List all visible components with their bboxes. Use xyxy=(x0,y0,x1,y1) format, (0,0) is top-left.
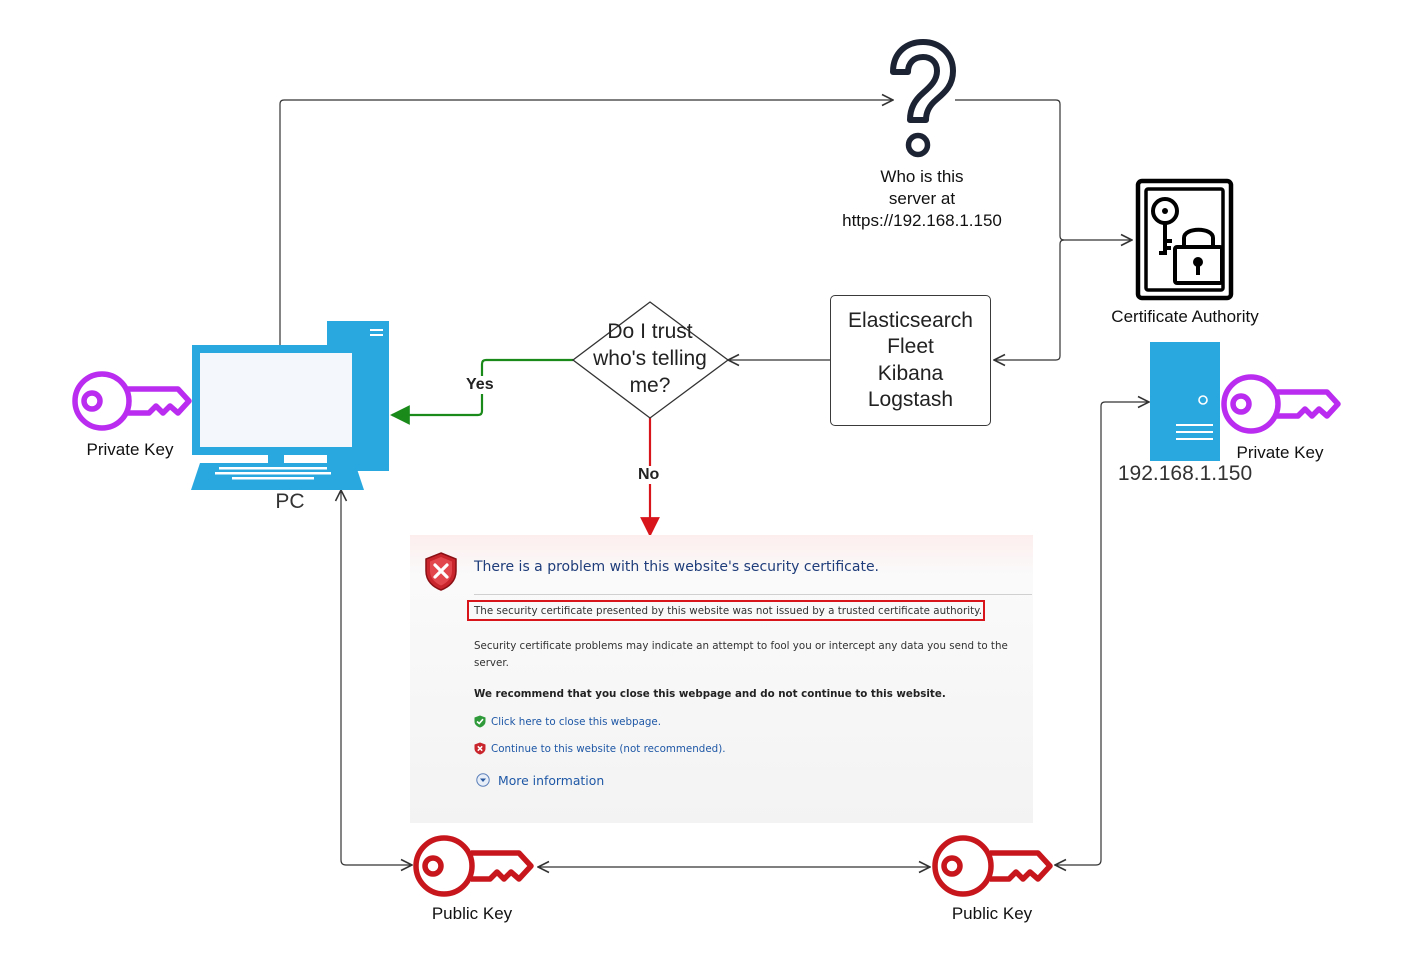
edge-ca-to-services xyxy=(994,239,1065,360)
server-icon xyxy=(1150,342,1220,461)
service-elasticsearch: Elasticsearch xyxy=(848,308,973,332)
green-shield-icon xyxy=(474,715,486,728)
warning-highlight-box xyxy=(467,600,985,621)
yes-label: Yes xyxy=(464,376,496,394)
warning-recommendation: We recommend that you close this webpage… xyxy=(474,688,946,700)
edge-server-public-key xyxy=(1055,402,1149,865)
red-shield-icon xyxy=(474,742,486,755)
warning-paragraph: Security certificate problems may indica… xyxy=(474,640,1008,669)
question-line-2: server at xyxy=(888,189,956,208)
edge-pc-public-key xyxy=(341,490,412,865)
warning-untrusted-ca-text: The security certificate presented by th… xyxy=(474,605,983,617)
question-line-3: https://192.168.1.150 xyxy=(842,211,1002,230)
continue-to-website-link[interactable]: Continue to this website (not recommende… xyxy=(491,743,726,755)
question-line-1: Who is this xyxy=(880,167,964,186)
decision-line-2: who's telling xyxy=(593,347,707,370)
pc-private-key-label: Private Key xyxy=(86,440,174,459)
pc-label: PC xyxy=(275,490,305,513)
edge-pc-to-question xyxy=(279,100,893,345)
question-mark-icon xyxy=(890,39,956,158)
public-key-right-icon xyxy=(932,835,1053,897)
decision-line-1: Do I trust xyxy=(607,320,693,343)
pc-private-key-icon xyxy=(72,371,192,431)
certificate-warning-panel: There is a problem with this website's s… xyxy=(410,535,1033,823)
decision-diamond xyxy=(571,301,730,419)
services-box: Elasticsearch Fleet Kibana Logstash xyxy=(830,295,991,426)
decision-line-3: me? xyxy=(629,374,671,397)
expand-chevron-icon[interactable] xyxy=(476,773,490,787)
no-label: No xyxy=(636,466,662,484)
key-lock-icon xyxy=(1135,178,1234,301)
warning-divider xyxy=(474,594,1032,595)
certificate-authority-label: Certificate Authority xyxy=(1111,307,1259,326)
service-kibana: Kibana xyxy=(877,361,944,385)
service-fleet: Fleet xyxy=(887,335,934,358)
more-information-link[interactable]: More information xyxy=(498,773,605,788)
server-private-key-icon xyxy=(1221,374,1341,434)
close-webpage-link[interactable]: Click here to close this webpage. xyxy=(491,716,662,728)
public-key-left-icon xyxy=(413,835,534,897)
server-private-key-label: Private Key xyxy=(1236,443,1324,462)
service-logstash: Logstash xyxy=(867,388,954,411)
public-key-right-label: Public Key xyxy=(951,904,1033,923)
decision-text: Do I trust who's telling me? xyxy=(575,318,725,399)
question-text: Who is this server at https://192.168.1.… xyxy=(822,166,1022,232)
warning-title: There is a problem with this website's s… xyxy=(474,559,880,575)
public-key-left-label: Public Key xyxy=(431,904,513,923)
server-ip-label: 192.168.1.150 xyxy=(1117,462,1253,485)
error-shield-icon xyxy=(425,552,457,591)
desktop-computer-icon xyxy=(191,321,389,490)
